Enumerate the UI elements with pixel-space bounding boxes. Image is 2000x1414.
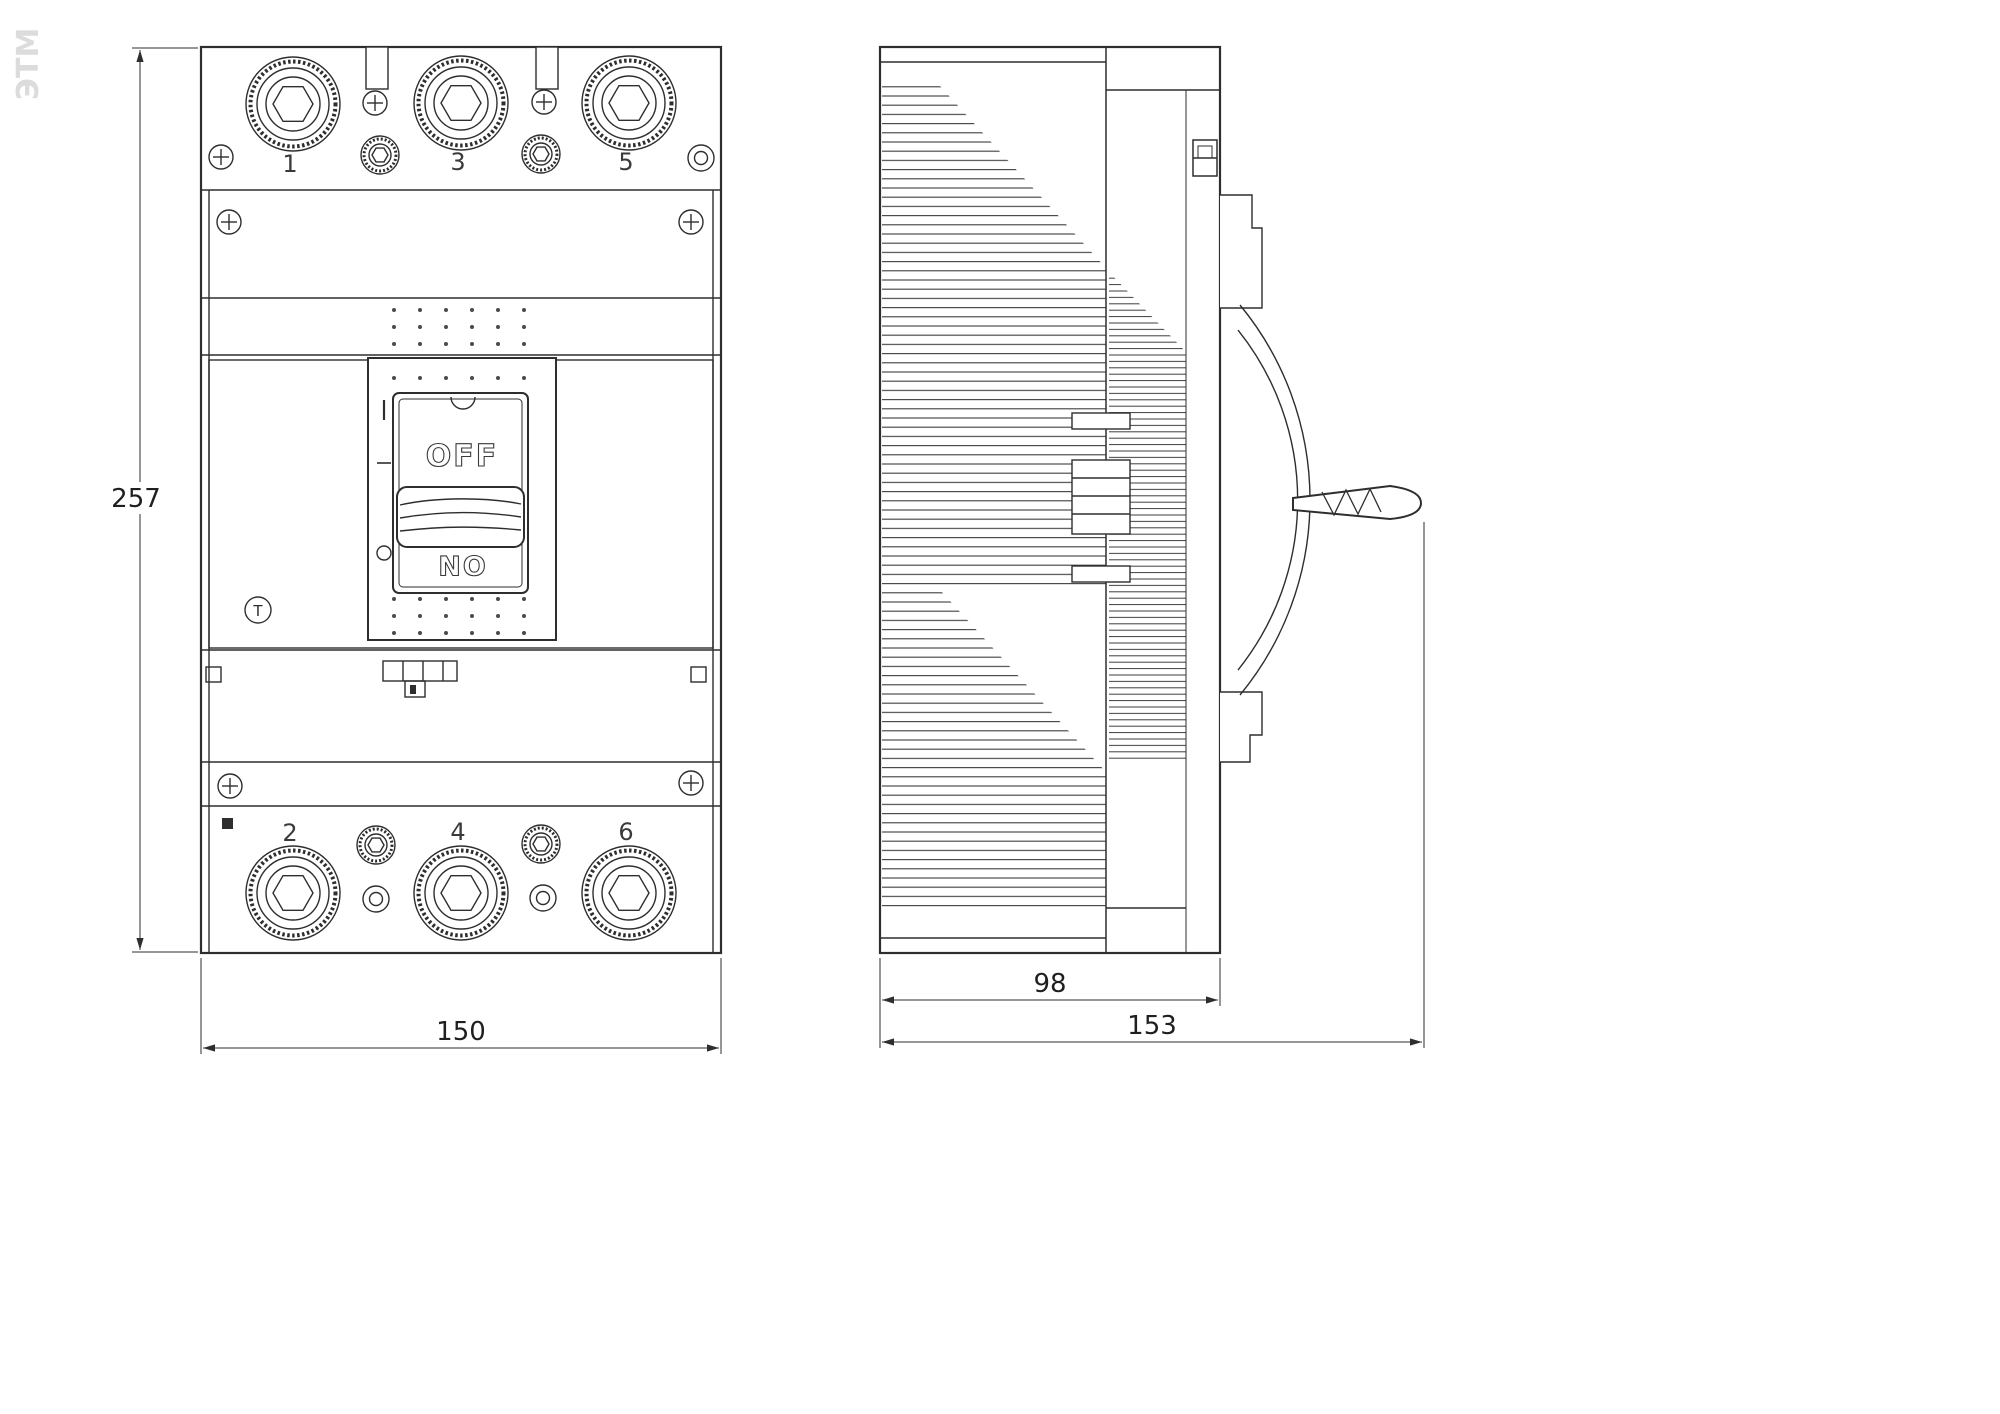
dim-body-depth: 98 [879, 958, 1221, 1006]
switch-plate: OFF ON [367, 357, 557, 641]
front-view: OFF ON T [199, 45, 723, 955]
switch-handle [396, 486, 525, 548]
knurl-bottom-1 [355, 824, 397, 866]
side-square-left [205, 666, 222, 683]
dim-width: 150 [200, 958, 722, 1054]
trip-button-side [1192, 139, 1218, 177]
terminal-5 [580, 54, 678, 152]
terminal-3 [412, 54, 510, 152]
terminal-1 [244, 55, 342, 153]
vent-fins-front-column [1109, 272, 1186, 762]
test-button: T [244, 596, 272, 624]
front-body-outline [199, 45, 723, 955]
screw-mid-top-2 [531, 89, 557, 115]
side-toggle-handle [1292, 484, 1423, 521]
terminal-1-label: 1 [282, 150, 297, 178]
terminal-3-label: 3 [450, 148, 465, 176]
top-slot-left [365, 46, 389, 90]
dim-height: 257 [106, 47, 198, 953]
knurl-top-1 [359, 134, 401, 176]
screw-row2-right [678, 209, 704, 235]
on-label: ON [436, 549, 486, 580]
reset-u-mark [450, 396, 476, 410]
knurl-bottom-2 [520, 823, 562, 865]
circle-bottom-1 [362, 885, 390, 913]
test-button-label: T [252, 602, 263, 620]
side-square-right [690, 666, 707, 683]
side-body-outline [878, 45, 1222, 955]
screw-top-left [208, 144, 234, 170]
terminal-shroud-top [1220, 194, 1263, 309]
terminal-2-label: 2 [282, 819, 297, 847]
screw-row3-left [217, 773, 243, 799]
latch-detail [382, 660, 458, 698]
watermark-text: ЭТМ [11, 28, 46, 100]
vent-fins-mid [882, 268, 1106, 590]
polarity-mark [222, 818, 233, 829]
fin-clips [1071, 412, 1131, 583]
screw-row2-left [216, 209, 242, 235]
position-o-mark [376, 545, 392, 561]
terminal-4 [412, 844, 510, 942]
vent-fins-lower [882, 590, 1106, 772]
handle-arc-inner [1237, 329, 1299, 671]
circle-bottom-2 [529, 884, 557, 912]
handle-grip-hatch [1321, 487, 1382, 517]
terminal-6-label: 6 [618, 818, 633, 846]
terminal-shroud-bottom [1220, 691, 1263, 763]
knurl-top-2 [520, 133, 562, 175]
top-slot-right [535, 46, 559, 90]
vent-fins-top [882, 86, 1106, 268]
dim-height-label: 257 [111, 484, 161, 514]
terminal-4-label: 4 [450, 818, 465, 846]
dim-total-depth: 153 [879, 522, 1425, 1048]
terminal-2 [244, 844, 342, 942]
off-label: OFF [426, 439, 499, 474]
vent-dots-band [391, 304, 533, 352]
vent-fins-bottom [882, 772, 1106, 908]
dim-width-label: 150 [436, 1017, 486, 1047]
screw-top-right [687, 144, 715, 172]
terminal-6 [580, 844, 678, 942]
side-view [878, 45, 1423, 955]
screw-row3-right [678, 770, 704, 796]
drawing-root: OFF ON T [106, 45, 1425, 1054]
terminal-5-label: 5 [618, 148, 633, 176]
dim-body-depth-label: 98 [1033, 969, 1066, 999]
screw-mid-top-1 [362, 90, 388, 116]
dim-total-depth-label: 153 [1127, 1011, 1177, 1041]
